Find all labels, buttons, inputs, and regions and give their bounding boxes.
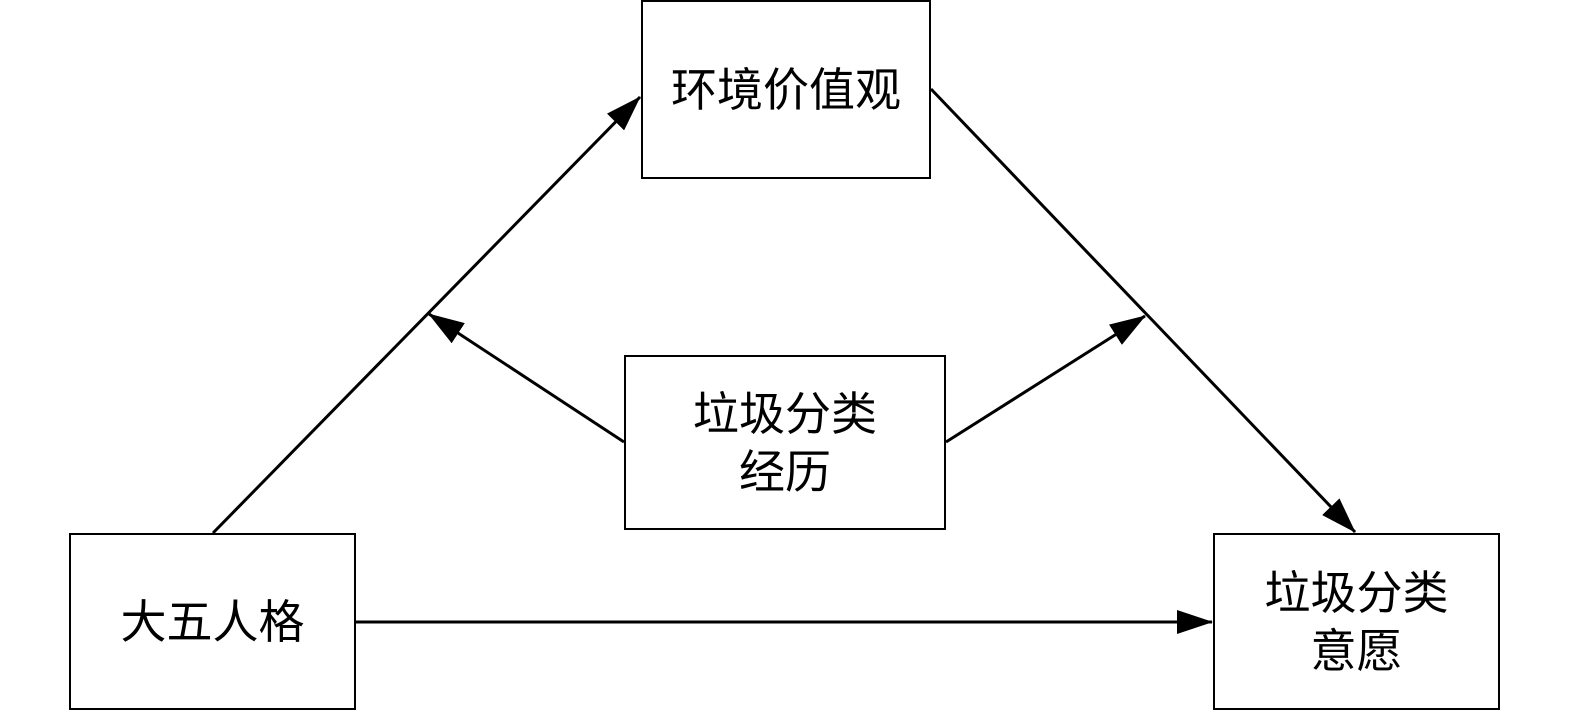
arrow-personality-to-values bbox=[211, 95, 642, 535]
arrow-values-to-intention bbox=[929, 87, 1357, 534]
node-sorting-intention: 垃圾分类 意愿 bbox=[1213, 533, 1500, 710]
arrow-experience-to-left-path bbox=[428, 312, 625, 444]
node-sorting-intention-line1: 垃圾分类 bbox=[1264, 565, 1449, 620]
arrow-experience-to-right-path bbox=[945, 314, 1146, 444]
node-sorting-experience: 垃圾分类 经历 bbox=[624, 355, 946, 530]
node-environmental-values-label: 环境价值观 bbox=[671, 62, 901, 117]
node-sorting-intention-line2: 意愿 bbox=[1310, 623, 1403, 678]
node-sorting-experience-line1: 垃圾分类 bbox=[693, 386, 877, 441]
node-sorting-experience-line2: 经历 bbox=[739, 444, 831, 499]
node-environmental-values: 环境价值观 bbox=[641, 0, 931, 179]
node-big-five-personality: 大五人格 bbox=[69, 533, 356, 710]
node-big-five-personality-label: 大五人格 bbox=[120, 594, 305, 649]
